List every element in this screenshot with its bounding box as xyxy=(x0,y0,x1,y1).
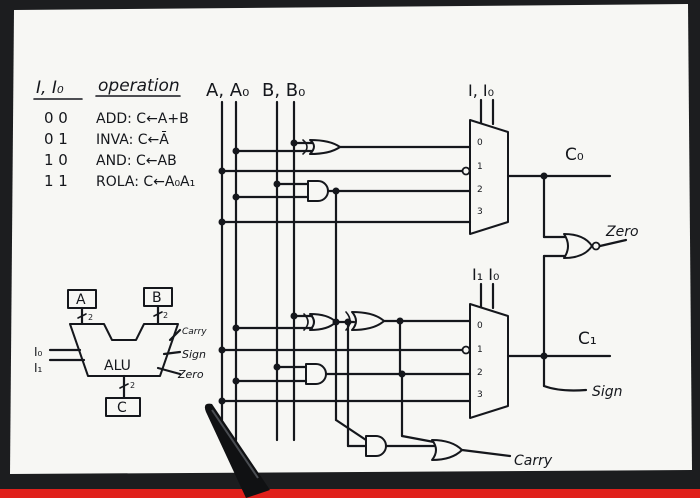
mux-top-output-label: C₀ xyxy=(565,145,584,165)
svg-text:I₀: I₀ xyxy=(34,345,43,359)
operation-header: operation xyxy=(98,76,180,96)
or-gate xyxy=(431,439,463,461)
row-code: 1 1 xyxy=(44,172,68,190)
select-header: I, I₀ xyxy=(36,78,64,98)
alu-output-c-box xyxy=(105,397,141,417)
zero-output-label: Zero xyxy=(605,224,639,240)
and-gate xyxy=(365,435,387,457)
inverter-bubble xyxy=(461,345,471,355)
and-gate xyxy=(307,180,329,202)
xor-gate xyxy=(309,313,337,331)
top-mux xyxy=(469,119,509,235)
row-code: 0 0 xyxy=(44,109,68,127)
junction-dots xyxy=(218,139,548,226)
svg-text:2: 2 xyxy=(163,311,168,320)
row-code: 1 0 xyxy=(44,151,68,169)
svg-text:Carry: Carry xyxy=(182,327,207,337)
row-op: INVA: C←Ā xyxy=(96,131,169,148)
svg-text:0: 0 xyxy=(477,321,483,331)
mux-top-select-label: I, I₀ xyxy=(468,81,494,100)
svg-text:2: 2 xyxy=(477,185,483,195)
svg-text:Zero: Zero xyxy=(177,368,204,381)
svg-text:1: 1 xyxy=(477,345,483,355)
mux-bottom-select-label: I₁ I₀ xyxy=(472,265,499,284)
svg-text:2: 2 xyxy=(130,381,135,390)
xor-gate xyxy=(351,311,385,331)
svg-text:B: B xyxy=(152,290,162,306)
or-gate xyxy=(309,139,341,155)
operation-table: I, I₀ operation 0 0 ADD: C←A+B 0 1 INVA:… xyxy=(33,76,195,190)
svg-text:3: 3 xyxy=(477,390,483,400)
bottom-mux xyxy=(469,303,509,419)
bus-label-b: B, B₀ xyxy=(262,80,305,101)
svg-text:Sign: Sign xyxy=(182,348,206,361)
alu-label: ALU xyxy=(104,358,131,374)
svg-text:I₁: I₁ xyxy=(34,361,43,375)
svg-text:2: 2 xyxy=(477,368,483,378)
mux-bottom-output-label: C₁ xyxy=(578,329,597,349)
row-op: ROLA: C←A₀A₁ xyxy=(96,174,195,190)
svg-text:0: 0 xyxy=(477,138,483,148)
carry-logic: Carry xyxy=(334,319,553,469)
row-op: ADD: C←A+B xyxy=(96,111,189,127)
svg-text:2: 2 xyxy=(88,313,93,322)
row-code: 0 1 xyxy=(44,130,68,148)
sign-output-label: Sign xyxy=(592,384,623,400)
bottom-mux-section: I₁ I₀ 0 1 2 3 C₁ Sign xyxy=(220,265,623,419)
and-gate xyxy=(305,363,327,385)
pen-tip xyxy=(204,403,270,498)
junction-dots xyxy=(218,312,548,405)
alu-symbol xyxy=(69,323,179,377)
svg-text:C: C xyxy=(117,400,127,416)
progress-bar xyxy=(0,489,700,498)
inverter-bubble xyxy=(461,166,471,176)
bus-label-a: A, A₀ xyxy=(206,80,249,101)
svg-text:3: 3 xyxy=(477,207,483,217)
carry-output-label: Carry xyxy=(514,453,553,469)
alu-block-diagram: A B 2 2 ALU 2 C I₀ I₁ Carry Sign Zero xyxy=(34,287,207,417)
nor-gate xyxy=(563,233,593,259)
svg-text:1: 1 xyxy=(477,162,483,172)
zero-logic: Zero xyxy=(542,174,639,358)
svg-text:A: A xyxy=(76,292,86,308)
row-op: AND: C←AB xyxy=(96,153,177,169)
